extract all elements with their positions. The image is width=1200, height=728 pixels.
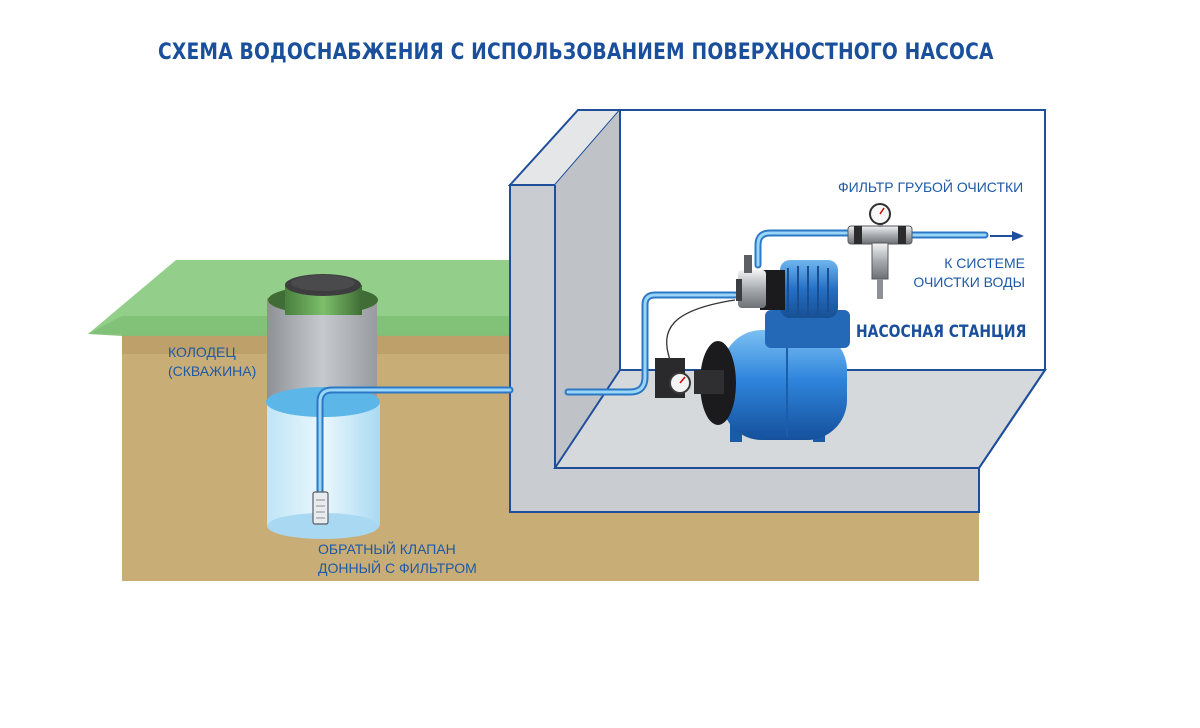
pump-station-label: НАСОСНАЯ СТАНЦИЯ <box>856 322 1027 342</box>
well-label-line1: КОЛОДЕЦ <box>168 344 236 360</box>
wall-inner-side <box>555 110 620 468</box>
water-treatment-label: К СИСТЕМЕ ОЧИСТКИ ВОДЫ <box>890 254 1025 292</box>
foot-valve-label-line2: ДОННЫЙ С ФИЛЬТРОМ <box>318 560 477 576</box>
water-treatment-label-line2: ОЧИСТКИ ВОДЫ <box>913 274 1025 290</box>
well-label-line2: (СКВАЖИНА) <box>168 363 257 379</box>
pressure-pipe <box>754 229 989 269</box>
water-treatment-label-line1: К СИСТЕМЕ <box>944 255 1025 271</box>
page-title: СХЕМА ВОДОСНАБЖЕНИЯ С ИСПОЛЬЗОВАНИЕМ ПОВ… <box>158 40 994 65</box>
outlet-arrow-icon <box>990 231 1024 241</box>
suction-pipe <box>316 291 739 504</box>
coarse-filter <box>847 203 913 299</box>
pump-motor <box>736 255 850 348</box>
well-label: КОЛОДЕЦ (СКВАЖИНА) <box>168 343 256 381</box>
foot-valve-label: ОБРАТНЫЙ КЛАПАН ДОННЫЙ С ФИЛЬТРОМ <box>318 540 477 578</box>
pressure-switch <box>655 299 736 398</box>
filter-label: ФИЛЬТР ГРУБОЙ ОЧИСТКИ <box>838 179 1024 195</box>
pump-station-tank <box>694 330 847 442</box>
foot-valve-filter <box>312 491 329 525</box>
floor-edge <box>978 369 1046 469</box>
foot-valve-label-line1: ОБРАТНЫЙ КЛАПАН <box>318 541 456 557</box>
